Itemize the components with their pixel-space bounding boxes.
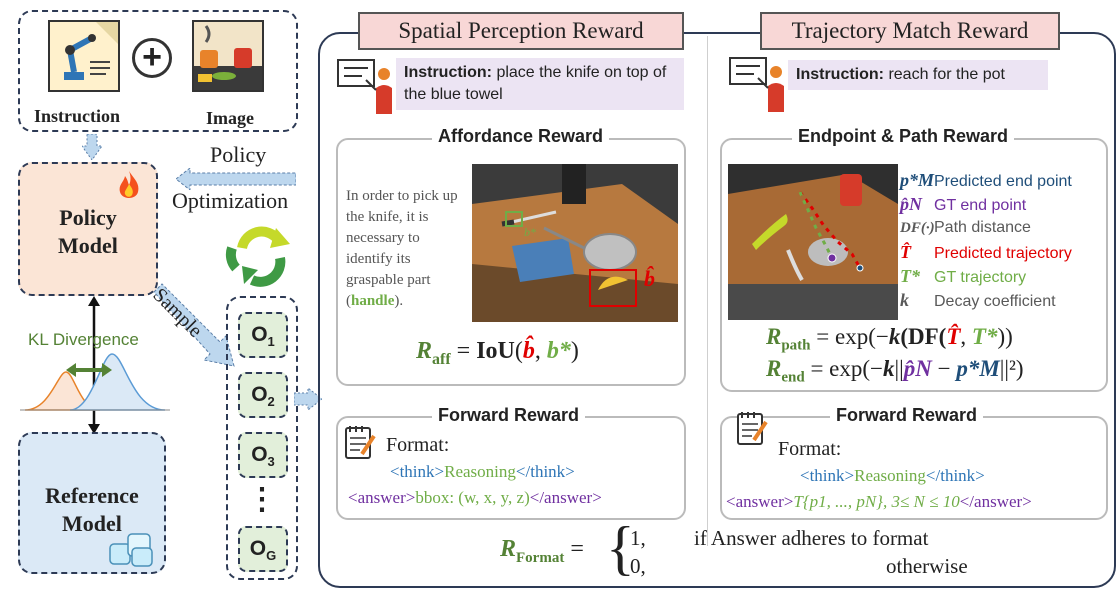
trajectory-match-header: Trajectory Match Reward [760,12,1060,50]
format-case1-value: 1, [630,526,646,550]
teacher-board-icon-2 [729,57,784,112]
trajectory-format-think: <think>Reasoning</think> [800,466,985,485]
instruction-thumbnail [48,20,120,92]
fire-icon [119,171,139,198]
svg-text:b*: b* [524,225,536,239]
spatial-format-label: Format: [386,434,450,456]
robot-arm-icon [50,22,118,90]
policy-model-box: Policy Model [18,162,158,296]
format-reward-lhs: RFormat = [500,536,584,566]
recycle-icon [225,226,290,287]
affordance-reasoning: In order to pick up the knife, it is nec… [346,188,458,309]
panel-divider [707,36,708,546]
input-box: + Instruction Image [18,10,298,132]
notepad-icon [345,426,376,459]
output-ellipsis: ⋮ [247,483,277,516]
outputs-group: O1 O2 O3 ⋮ OG [226,296,298,580]
trajectory-format-label: Format: [778,438,842,460]
affordance-formula: Raff = IoU(b̂, b*) [416,338,579,368]
kl-divergence-label: KL Divergence [28,330,139,349]
output-og: OG [238,526,288,572]
notepad-icon-2 [737,412,768,445]
policy-model-line2: Model [58,233,118,258]
legend-gt-trajectory: T*GT trajectory [900,266,1027,286]
path-formula: Rpath = exp(−k(DF(T̂, T*)) [766,324,1013,354]
end-formula: Rend = exp(−k||p̂N − p*M||²) [766,356,1024,386]
spatial-format-think: <think>Reasoning</think> [390,462,575,481]
knife-scene-image: b̂ b* [472,164,678,322]
pot-scene-image [728,164,898,320]
reference-model-line2: Model [62,511,122,536]
legend-predicted-end-point: p*MPredicted end point [900,170,1072,190]
trajectory-format-answer: <answer>T{p1, ..., pN}, 3≤ N ≤ 10</answe… [726,492,1032,511]
sample-arrow [153,283,235,367]
image-thumbnail [192,20,264,92]
teacher-board-icon [337,59,392,114]
kl-distribution-curves [20,353,170,411]
input-to-policy-arrow [82,134,102,160]
ice-cube-icon [109,533,153,567]
spatial-forward-reward-title: Forward Reward [432,405,586,426]
rewards-panel [318,32,1116,588]
format-case2-text: otherwise [886,554,968,578]
format-case1-text: if Answer adheres to format [694,526,929,550]
spatial-format-answer: <answer>bbox: (w, x, y, z)</answer> [348,488,602,507]
path-reward-title: Endpoint & Path Reward [792,126,1015,147]
reference-model-line1: Reference [45,483,139,508]
outputs-to-rewards-arrow [294,388,322,410]
format-case2-value: 0, [630,554,646,578]
policy-optimization-line2: Optimization [172,188,289,213]
trajectory-instruction: Instruction: reach for the pot [788,60,1048,90]
output-o1: O1 [238,312,288,358]
kitchen-scene-icon [194,22,262,90]
policy-optimization-line1: Policy [210,142,267,167]
legend-path-distance: DF(·)Path distance [900,219,1031,236]
plus-icon: + [132,38,172,78]
spatial-perception-header: Spatial Perception Reward [358,12,684,50]
affordance-reward-title: Affordance Reward [432,126,610,147]
policy-optimization-arrow [176,168,296,190]
svg-text:b̂: b̂ [644,266,655,291]
policy-model-line1: Policy [59,205,117,230]
trajectory-forward-reward-title: Forward Reward [830,405,984,426]
legend-predicted-trajectory: T̂Predicted trajectory [900,242,1072,262]
output-o2: O2 [238,372,288,418]
reference-model-box: Reference Model [18,432,166,574]
format-reward-brace: { [606,515,635,581]
image-caption: Image [206,108,254,128]
spatial-instruction: Instruction: place the knife on top of t… [396,58,684,110]
output-o3: O3 [238,432,288,478]
instruction-caption: Instruction [34,106,121,126]
